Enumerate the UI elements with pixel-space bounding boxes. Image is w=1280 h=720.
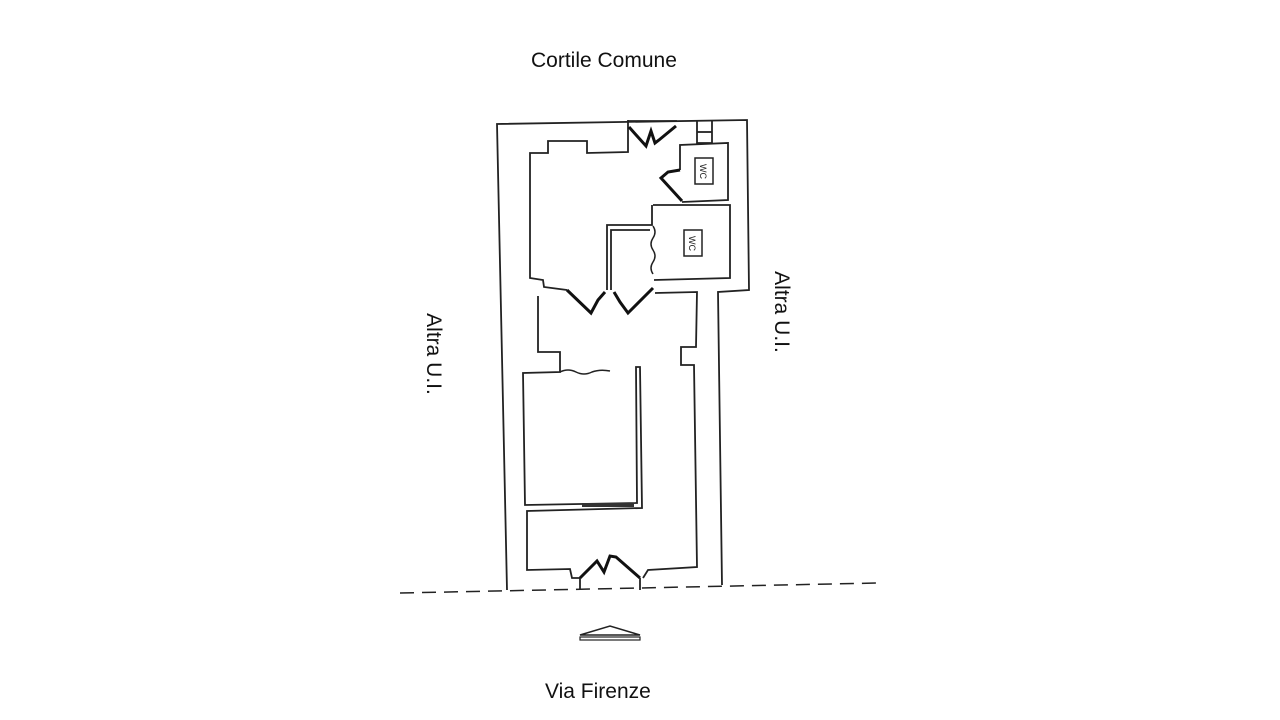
label-via-firenze: Via Firenze — [545, 680, 651, 703]
radiator — [582, 503, 634, 507]
wc1-label: WC — [698, 164, 708, 179]
door-entrance — [578, 554, 641, 580]
wc1-room — [679, 142, 729, 203]
entrance-arrow-icon — [579, 625, 641, 636]
wc2-label: WC — [687, 236, 697, 251]
door-wc1 — [658, 168, 684, 203]
wc2-room — [653, 204, 731, 281]
outer-wall — [496, 119, 750, 591]
street-line — [399, 582, 879, 594]
door-corridor-left — [565, 288, 607, 316]
upper-room-wall — [529, 120, 629, 291]
label-cortile-comune: Cortile Comune — [531, 49, 677, 72]
door-top — [627, 124, 677, 149]
door-corridor-right — [612, 286, 655, 316]
